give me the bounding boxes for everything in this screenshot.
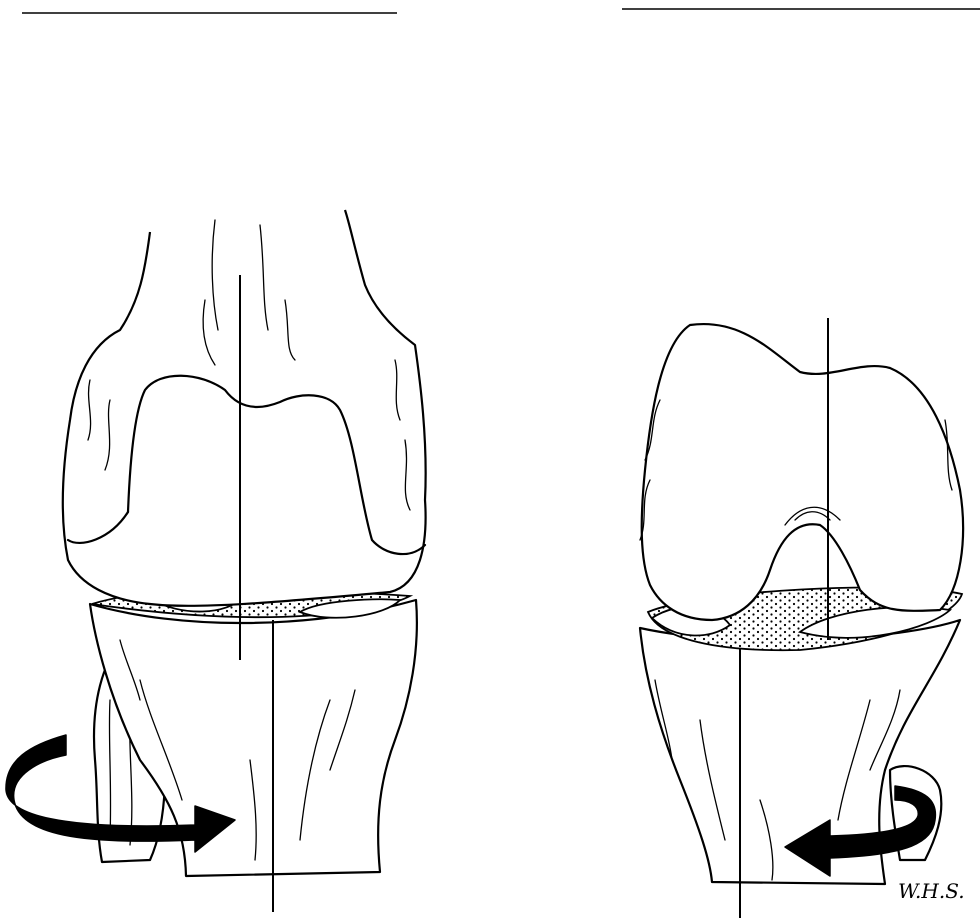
artist-signature: W.H.S. <box>898 879 965 903</box>
left-femur <box>63 210 426 606</box>
right-femur-condyles <box>640 324 963 620</box>
left-knee-panel <box>6 210 426 912</box>
right-knee-panel: W.H.S. <box>640 318 965 918</box>
